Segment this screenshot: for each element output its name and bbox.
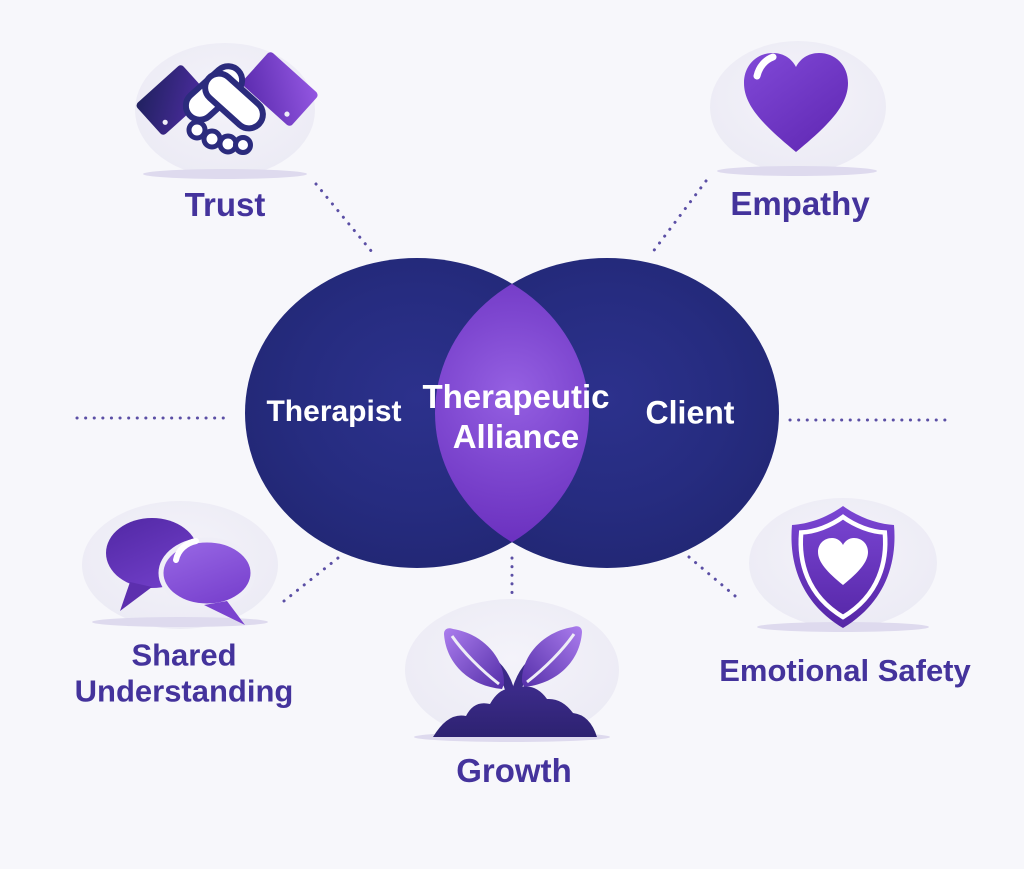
connector-trust (314, 182, 374, 254)
heart-icon (744, 53, 848, 152)
trust-label: Trust (184, 186, 266, 223)
speech-bubbles-icon (106, 518, 256, 625)
therapeutic-alliance-label: Therapeutic Alliance (422, 377, 610, 455)
shield-heart-icon (791, 506, 895, 628)
shared-understanding-label: Shared Understanding (74, 637, 294, 708)
therapist-label: Therapist (266, 395, 402, 428)
empathy-pod-shadow (717, 166, 877, 176)
connector-shared (282, 556, 340, 603)
connector-empathy (650, 179, 708, 255)
shared-pod-shadow (92, 617, 268, 627)
emotional-safety-label: Emotional Safety (719, 653, 971, 688)
empathy-label: Empathy (730, 185, 870, 222)
client-label: Client (645, 394, 735, 431)
growth-label: Growth (456, 752, 572, 789)
sprout-icon (433, 626, 597, 737)
connectors (75, 179, 950, 603)
alliance-overlap-lens (435, 258, 589, 568)
trust-pod-shadow (143, 169, 307, 179)
connector-safety (687, 555, 743, 603)
handshake-icon (136, 52, 318, 155)
venn-diagram (245, 258, 779, 568)
